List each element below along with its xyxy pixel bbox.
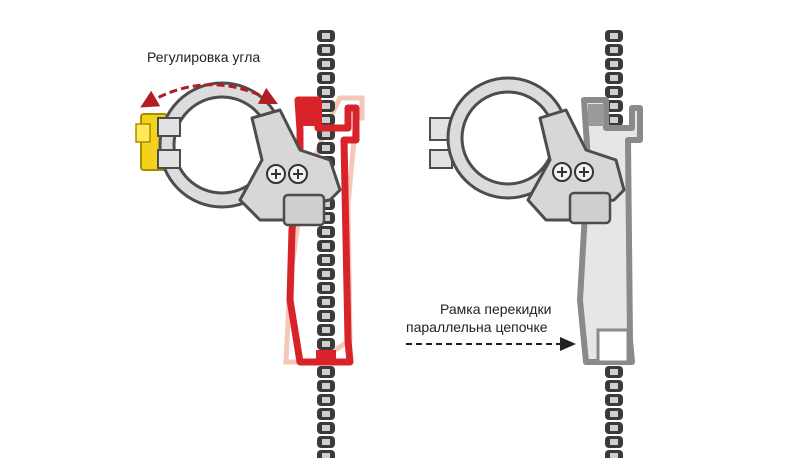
- angle-adjustment-label: Регулировка угла: [147, 49, 260, 65]
- chain-link-center: [610, 47, 618, 53]
- chain-link-center: [322, 257, 330, 263]
- screw-icon: [552, 162, 572, 182]
- cage-label-line1: Рамка перекидки: [440, 301, 551, 317]
- chain-link-center: [610, 411, 618, 417]
- chain-link-center: [322, 215, 330, 221]
- chain-link-center: [322, 47, 330, 53]
- chain-link-center: [322, 131, 330, 137]
- screw-icon: [288, 164, 308, 184]
- chain-link-center: [322, 271, 330, 277]
- chain-link-center: [322, 33, 330, 39]
- chain-link-center: [322, 425, 330, 431]
- chain-link-center: [322, 89, 330, 95]
- screw-icon: [266, 164, 286, 184]
- chain-link-center: [610, 89, 618, 95]
- right-figure: Рамка перекидки параллельна цепочке: [406, 30, 643, 458]
- chain-link-center: [610, 453, 618, 458]
- chain-link-center: [322, 61, 330, 67]
- cage-label-line2: параллельна цепочке: [406, 319, 548, 335]
- chain-link-center: [322, 285, 330, 291]
- chain-link-center: [610, 369, 618, 375]
- chain-link-center: [322, 369, 330, 375]
- chain-left: [317, 30, 335, 458]
- chain-link-center: [322, 453, 330, 458]
- chain-link-center: [322, 299, 330, 305]
- gray-cage: [577, 97, 643, 365]
- chain-link-center: [610, 75, 618, 81]
- chain-link-center: [322, 75, 330, 81]
- chain-link-center: [322, 201, 330, 207]
- chain-link-center: [322, 243, 330, 249]
- chain-link-center: [610, 383, 618, 389]
- chain-link-center: [610, 439, 618, 445]
- chain-link-center: [610, 117, 618, 123]
- left-figure: Регулировка угла: [135, 30, 365, 458]
- chain-link-center: [322, 103, 330, 109]
- double-arrow-icon: [140, 83, 278, 108]
- screw-icon: [574, 162, 594, 182]
- chain-link-center: [322, 229, 330, 235]
- chain-link-center: [322, 397, 330, 403]
- chain-link-center: [610, 33, 618, 39]
- chain-link-center: [322, 327, 330, 333]
- dashed-arrow-icon: [406, 337, 576, 351]
- chain-link-center: [322, 341, 330, 347]
- chain-link-center: [610, 103, 618, 109]
- chain-link-center: [322, 439, 330, 445]
- chain-link-center: [610, 61, 618, 67]
- chain-link-center: [322, 313, 330, 319]
- chain-link-center: [322, 145, 330, 151]
- chain-link-center: [610, 397, 618, 403]
- chain-link-center: [610, 425, 618, 431]
- chain-link-center: [322, 411, 330, 417]
- chain-link-center: [322, 117, 330, 123]
- chain-link-center: [322, 383, 330, 389]
